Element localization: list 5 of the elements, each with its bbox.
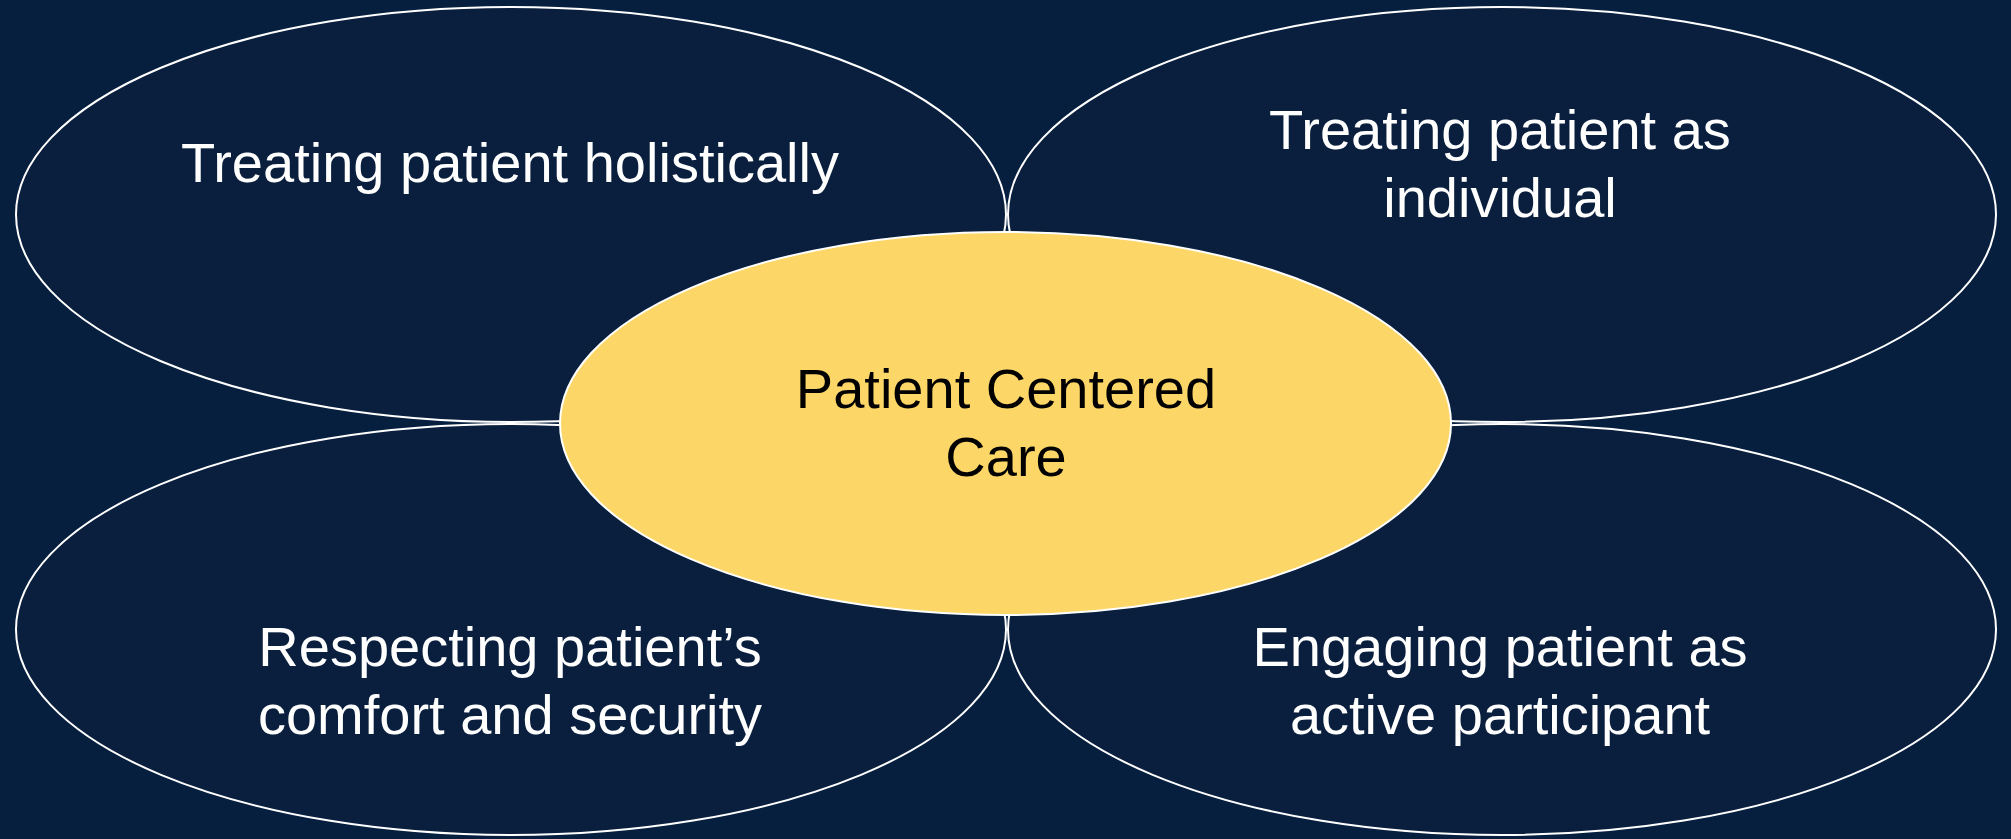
aspect-text: Engaging patient as active participant	[1251, 614, 1749, 748]
central-concept-text: Patient Centered Care	[794, 356, 1218, 490]
aspect-text: Treating patient holistically	[180, 130, 840, 196]
aspect-text: Respecting patient’s comfort and security	[256, 614, 764, 748]
aspect-text: Treating patient as individual	[1268, 97, 1732, 231]
